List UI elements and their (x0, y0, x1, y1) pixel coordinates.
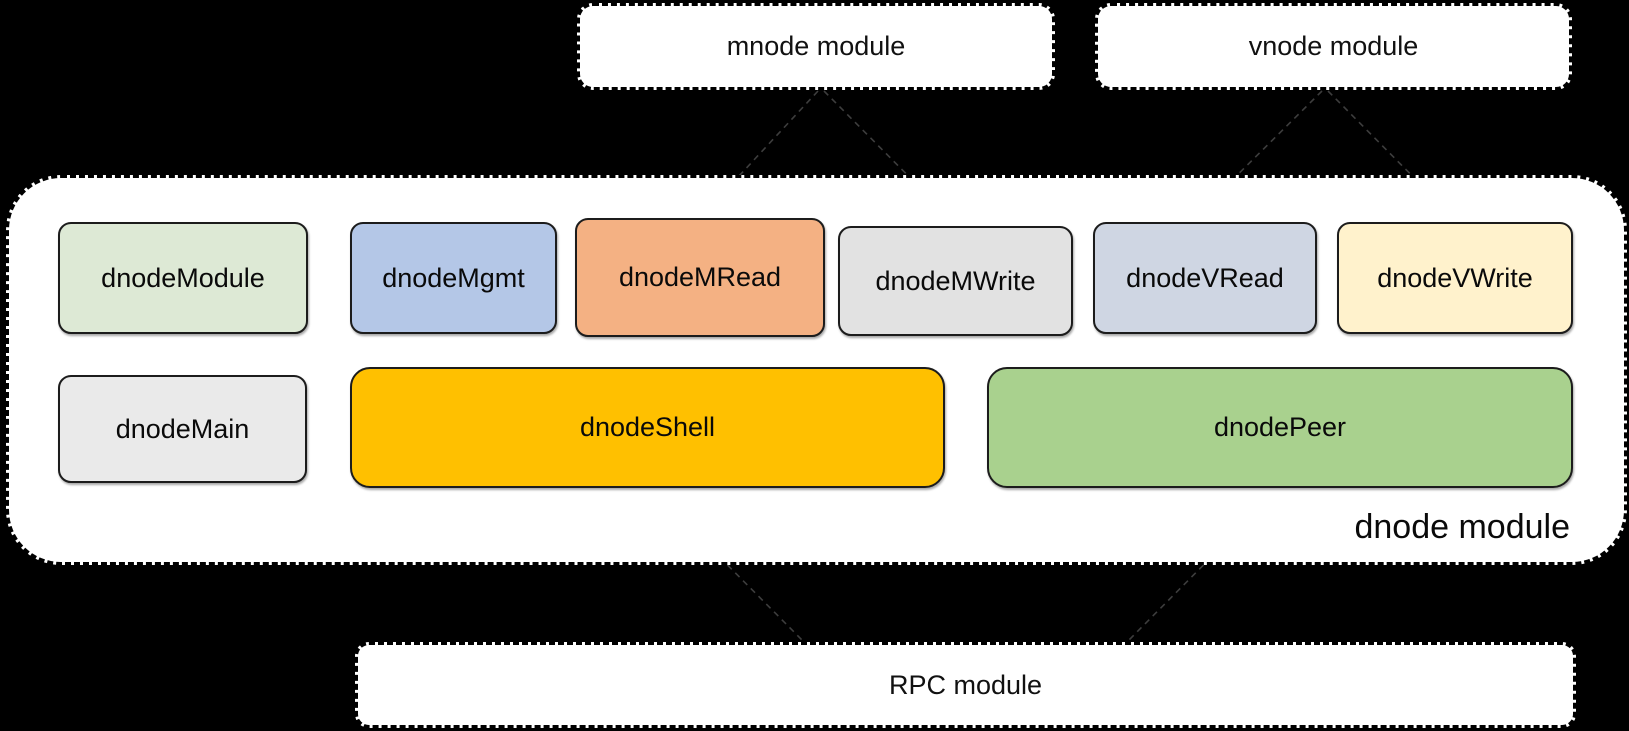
dnode-module-label: dnode module (1354, 508, 1570, 546)
dnodeShell-box: dnodeShell (350, 367, 945, 488)
dnodeModule-label: dnodeModule (101, 262, 265, 293)
dnodeVWrite-label: dnodeVWrite (1377, 262, 1533, 293)
dnodeVWrite-box: dnodeVWrite (1337, 222, 1573, 334)
dnodeMWrite-box: dnodeMWrite (838, 226, 1073, 336)
dnodeMain-box: dnodeMain (58, 375, 307, 483)
dnodeMgmt-label: dnodeMgmt (382, 262, 525, 293)
dnodePeer-label: dnodePeer (1213, 412, 1347, 442)
dnodeShell-label: dnodeShell (579, 412, 716, 442)
dnodeVRead-label: dnodeVRead (1126, 262, 1284, 293)
mnode-module-label: mnode module (726, 31, 906, 61)
dnodeMRead-box: dnodeMRead (575, 218, 825, 337)
dnodeModule-box: dnodeModule (58, 222, 308, 334)
dnodeMain-label: dnodeMain (115, 413, 250, 444)
dnodePeer-box: dnodePeer (987, 367, 1573, 488)
dnodeMWrite-label: dnodeMWrite (875, 265, 1036, 296)
vnode-module-box: vnode module (1095, 3, 1572, 90)
dnodeVRead-box: dnodeVRead (1093, 222, 1317, 334)
mnode-module-box: mnode module (577, 3, 1055, 90)
rpc-module-box: RPC module (355, 642, 1576, 728)
vnode-module-label: vnode module (1248, 31, 1419, 61)
rpc-module-label: RPC module (888, 669, 1043, 700)
dnodeMgmt-box: dnodeMgmt (350, 222, 557, 334)
dnodeMRead-label: dnodeMRead (618, 262, 782, 292)
